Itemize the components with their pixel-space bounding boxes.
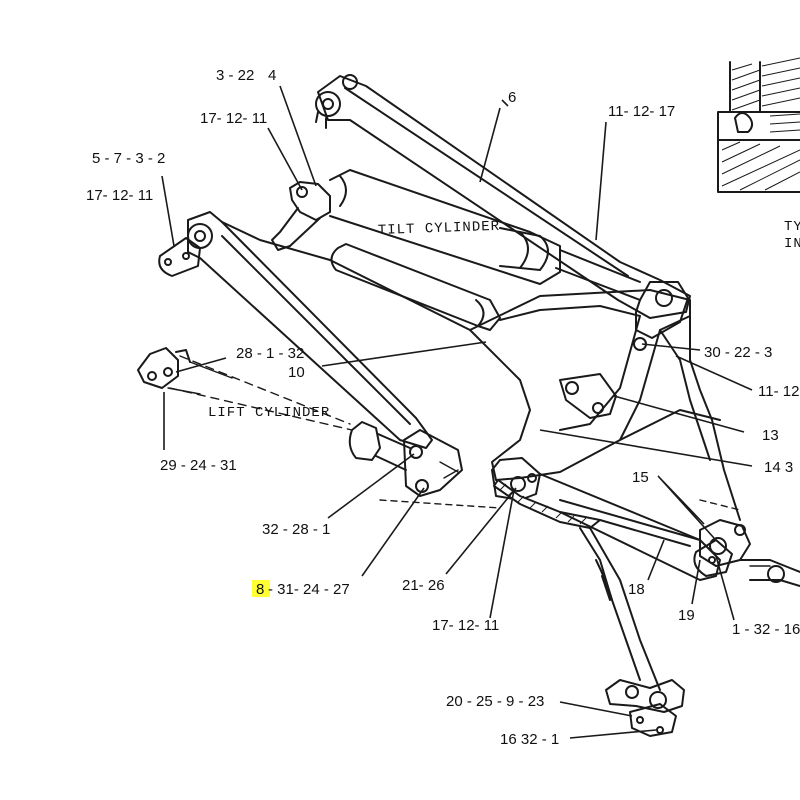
- label-6: 6: [508, 89, 516, 106]
- label-ty: TY: [784, 219, 800, 235]
- tilt-link-arm: [315, 74, 691, 319]
- label-lift-cylinder: LIFT CYLINDER: [208, 405, 330, 421]
- label-14-3: 14 3: [764, 459, 793, 476]
- bellcrank-frame: [469, 281, 741, 521]
- label-10: 10: [288, 364, 305, 381]
- label-13: 13: [762, 427, 779, 444]
- label-32-28-1: 32 - 28 - 1: [262, 521, 330, 538]
- label-20-25-9-23: 20 - 25 - 9 - 23: [446, 693, 544, 710]
- label-17-12-11-bottom: 17- 12- 11: [432, 617, 499, 634]
- label-tilt-cylinder: TILT CYLINDER: [378, 219, 501, 239]
- label-17-12-11-top: 17- 12- 11: [200, 110, 267, 127]
- label-11-12-17: 11- 12- 17: [608, 103, 675, 120]
- phantom-lines: [169, 355, 741, 511]
- label-16-32-1: 16 32 - 1: [500, 731, 559, 748]
- label-in: IN: [784, 236, 800, 252]
- bottom-arm: [579, 527, 685, 737]
- label-8: 8: [256, 581, 264, 598]
- part-labels: 3 - 22 4 6 17- 12- 11 5 - 7 - 3 - 2 17- …: [86, 67, 800, 748]
- label-8-rest: - 31- 24 - 27: [268, 581, 350, 598]
- lift-arm: [158, 211, 471, 449]
- label-18: 18: [628, 581, 645, 598]
- label-11-12-partial: 11- 12: [758, 383, 799, 400]
- tilt-cylinder: [271, 169, 641, 331]
- lift-cylinder: [137, 347, 463, 497]
- label-3-22: 3 - 22: [216, 67, 254, 84]
- label-21-26: 21- 26: [402, 577, 445, 594]
- label-4: 4: [268, 67, 276, 84]
- label-30-22-3: 30 - 22 - 3: [704, 344, 772, 361]
- label-28-1-32: 28 - 1 - 32: [236, 345, 304, 362]
- label-5-7-3-2: 5 - 7 - 3 - 2: [92, 150, 165, 167]
- label-17-12-11-left: 17- 12- 11: [86, 187, 153, 204]
- link-rod: [559, 499, 800, 587]
- label-15: 15: [632, 469, 649, 486]
- highlight-8: [252, 580, 270, 597]
- leader-lines: [161, 85, 753, 739]
- inset-detail: [717, 57, 800, 193]
- label-19: 19: [678, 607, 695, 624]
- label-1-32-16: 1 - 32 - 16: [732, 621, 800, 638]
- lower-crank: [491, 457, 721, 691]
- label-29-24-31: 29 - 24 - 31: [160, 457, 237, 474]
